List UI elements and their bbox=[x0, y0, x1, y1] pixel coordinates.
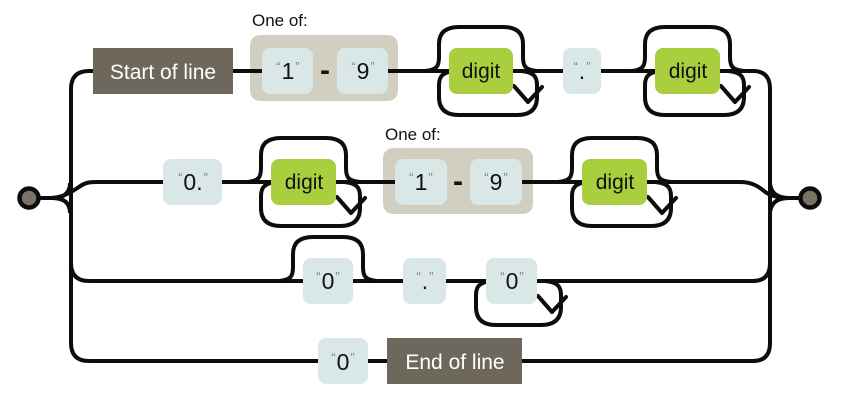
left-bus-row3-branch bbox=[69, 262, 90, 283]
literal-box-r1-dot bbox=[563, 48, 601, 94]
skip-arc-row1-digit2 bbox=[630, 25, 745, 73]
right-bus bbox=[752, 69, 772, 363]
literal-box-r4-zero bbox=[318, 338, 368, 384]
end-of-line-node bbox=[387, 338, 522, 384]
repeat-loop-row2-digit2 bbox=[570, 180, 673, 228]
literal-text-r3-zero-a: “0” bbox=[316, 268, 339, 294]
skip-arc-row3-zero bbox=[278, 235, 378, 283]
literal-box-r2-zerodot bbox=[163, 159, 222, 205]
literal-box-r2-from bbox=[395, 159, 447, 205]
end-of-line-label: End of line bbox=[405, 351, 504, 374]
literal-text-r1-dot: “.” bbox=[573, 58, 590, 84]
loop-arrow-icon bbox=[646, 195, 678, 215]
skip-arc-row1-digit1 bbox=[424, 25, 538, 73]
literal-text-r4-zero: “0” bbox=[331, 349, 354, 375]
loop-arrow-icon bbox=[335, 195, 367, 215]
digit-node-row1-b bbox=[655, 48, 720, 94]
start-of-line-label: Start of line bbox=[110, 61, 216, 84]
loop-arrow-icon bbox=[536, 294, 568, 314]
literal-text-r2-from: “1” bbox=[409, 169, 432, 195]
loop-arrow-icon bbox=[719, 84, 751, 104]
literal-box-r1-from bbox=[262, 48, 313, 94]
left-bus bbox=[69, 69, 90, 363]
range-dash-icon: - bbox=[453, 165, 463, 198]
digit-node-row2-b bbox=[582, 159, 647, 205]
digit-node-row2-a bbox=[271, 159, 336, 205]
literal-box-r3-dot bbox=[403, 258, 446, 304]
loop-arrow-icon bbox=[512, 84, 544, 104]
literal-text-r2-to: “9” bbox=[484, 169, 507, 195]
literal-text-r2-zerodot: “0.” bbox=[178, 169, 208, 195]
digit-label: digit bbox=[596, 171, 635, 194]
repeat-loop-row2-digit1 bbox=[259, 180, 362, 228]
skip-arc-row2-digit2 bbox=[557, 136, 672, 184]
group-label-row1: One of: bbox=[252, 11, 308, 30]
literal-text-r3-zero-b: “0” bbox=[500, 268, 523, 294]
literal-text-r1-to: “9” bbox=[351, 58, 374, 84]
literal-box-r3-zero-b bbox=[486, 258, 537, 304]
repeat-loop-row1-digit1 bbox=[437, 69, 539, 117]
left-junction-down bbox=[51, 196, 72, 214]
literal-box-r1-to bbox=[337, 48, 388, 94]
literal-text-r1-from: “1” bbox=[276, 58, 299, 84]
range-dash-icon: - bbox=[320, 54, 330, 87]
right-junction-down bbox=[768, 196, 790, 214]
digit-label: digit bbox=[462, 60, 501, 83]
digit-node-row1-a bbox=[449, 48, 513, 94]
start-terminal-dot bbox=[17, 186, 41, 210]
group-label-row2: One of: bbox=[385, 125, 441, 144]
skip-arc-row2-digit1 bbox=[246, 136, 361, 184]
literal-box-r3-zero-a bbox=[303, 258, 353, 304]
digit-label: digit bbox=[669, 60, 708, 83]
digit-label: digit bbox=[285, 171, 324, 194]
right-bus-row3-branch bbox=[752, 262, 772, 283]
repeat-loop-row3-zero bbox=[474, 279, 563, 327]
end-terminal-dot bbox=[798, 186, 822, 210]
repeat-loop-row1-digit2 bbox=[643, 69, 746, 117]
literal-text-r3-dot: “.” bbox=[416, 268, 433, 294]
start-of-line-node bbox=[93, 48, 233, 94]
literal-box-r2-to bbox=[470, 159, 522, 205]
